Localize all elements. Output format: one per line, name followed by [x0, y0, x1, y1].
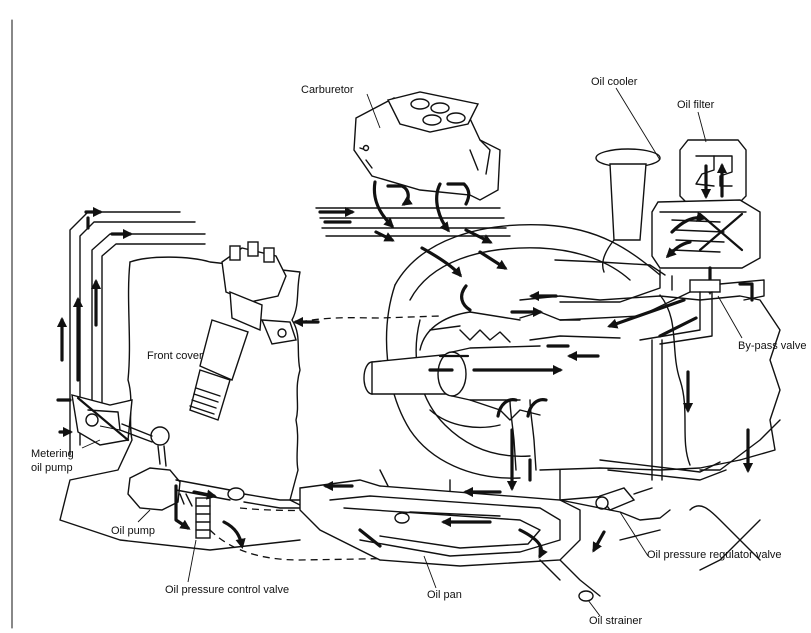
metering-oil-pump: [56, 394, 133, 446]
oil-cooler: [595, 148, 661, 273]
oil-filter-base: [651, 199, 761, 302]
oil-pan: [299, 479, 581, 567]
right-oil-pipe: [599, 339, 754, 481]
label-metering-line2: oil pump: [31, 462, 73, 474]
oil-pressure-regulator-valve: [539, 487, 671, 602]
leader-lines: [81, 87, 743, 617]
label-oil-cooler: Oil cooler: [591, 76, 638, 88]
carburetor-body: [353, 91, 501, 201]
oil-pump-assembly: [119, 423, 301, 550]
label-oil-pump: Oil pump: [111, 525, 155, 537]
label-metering-line1: Metering: [31, 448, 74, 460]
label-oil-pressure-control-valve: Oil pressure control valve: [165, 584, 289, 596]
engine-bottom-outline: [689, 419, 781, 571]
intake-manifold: [315, 180, 511, 312]
label-oil-pressure-regulator-valve: Oil pressure regulator valve: [647, 549, 782, 561]
label-front-cover: Front cover: [147, 350, 203, 362]
by-pass-piping: [528, 269, 765, 345]
label-oil-pan: Oil pan: [427, 589, 462, 601]
distributor: [189, 241, 297, 421]
oil-filter: [679, 139, 747, 205]
label-oil-strainer: Oil strainer: [589, 615, 643, 627]
external-oil-pipes: [56, 206, 206, 456]
rotor-assembly: [469, 398, 548, 492]
label-by-pass-valve: By-pass valve: [738, 340, 806, 352]
oil-return-line: [209, 529, 421, 561]
eccentric-shaft: [363, 306, 621, 401]
label-oil-filter: Oil filter: [677, 99, 715, 111]
label-carburetor: Carburetor: [301, 84, 354, 96]
distributor-oil-line: [299, 315, 441, 323]
